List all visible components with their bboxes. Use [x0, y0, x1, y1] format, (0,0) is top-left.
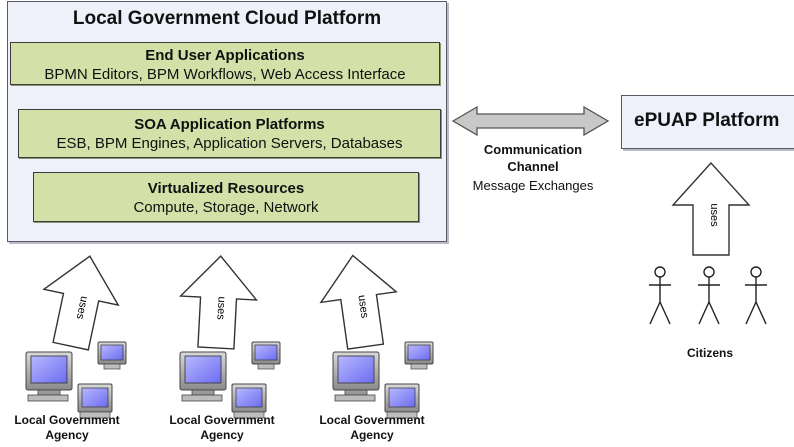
agency-label: Local Government Agency	[14, 413, 120, 442]
computer-cluster-icon	[179, 341, 281, 419]
agency-label: Local Government Agency	[319, 413, 425, 442]
cloud-platform-title: Local Government Cloud Platform	[72, 8, 382, 29]
uses-arrow-agency-3: uses	[314, 249, 404, 353]
layer-title: Virtualized Resources	[147, 180, 305, 197]
layer-subtitle: ESB, BPM Engines, Application Servers, D…	[56, 135, 403, 152]
layer-title: SOA Application Platforms	[134, 116, 325, 133]
computer-cluster-icon	[25, 341, 127, 419]
uses-arrow-citizens: uses	[672, 162, 750, 256]
communication-channel-title: Communication Channel	[483, 142, 583, 174]
communication-channel-subtitle: Message Exchanges	[472, 178, 594, 193]
layer-virtualized-resources: Virtualized Resources Compute, Storage, …	[33, 172, 419, 222]
layer-subtitle: Compute, Storage, Network	[133, 199, 319, 216]
uses-arrow-agency-1: uses	[32, 247, 128, 355]
computer-cluster-icon	[332, 341, 434, 419]
uses-arrow-agency-2: uses	[177, 253, 260, 351]
citizens-label: Citizens	[686, 346, 733, 360]
epuap-platform-box: ePUAP Platform	[621, 95, 794, 149]
uses-label: uses	[355, 294, 370, 319]
citizen-figure-icon	[697, 266, 721, 325]
epuap-platform-title: ePUAP Platform	[634, 110, 780, 131]
communication-arrow	[451, 105, 610, 137]
citizen-figure-icon	[648, 266, 672, 325]
layer-soa-application-platforms: SOA Application Platforms ESB, BPM Engin…	[18, 109, 441, 158]
layer-end-user-applications: End User Applications BPMN Editors, BPM …	[10, 42, 440, 85]
uses-label: uses	[214, 296, 227, 320]
uses-label: uses	[708, 203, 720, 227]
agency-label: Local Government Agency	[169, 413, 275, 442]
uses-label: uses	[74, 295, 91, 321]
layer-subtitle: BPMN Editors, BPM Workflows, Web Access …	[44, 66, 406, 83]
citizen-figure-icon	[744, 266, 768, 325]
layer-title: End User Applications	[145, 47, 305, 64]
cloud-platform-box: Local Government Cloud Platform End User…	[7, 1, 447, 242]
